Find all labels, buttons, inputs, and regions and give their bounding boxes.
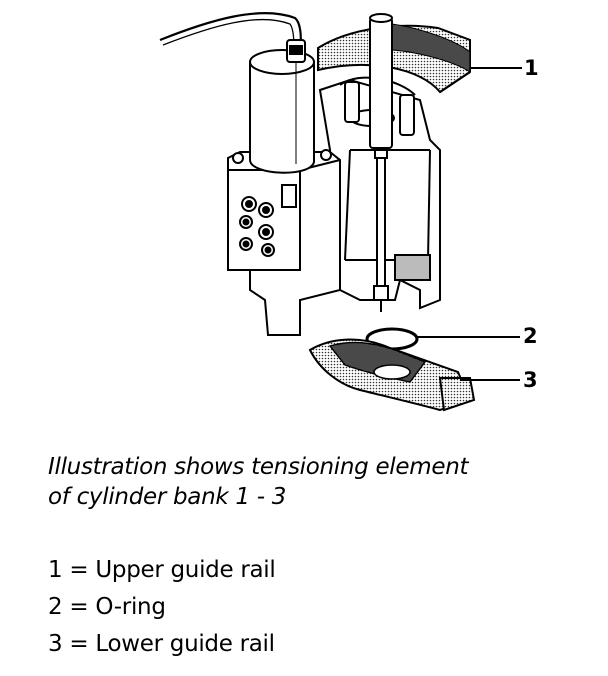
solenoid-cylinder xyxy=(249,39,315,174)
legend-label: Lower guide rail xyxy=(95,631,275,657)
legend-item: 3 = Lower guide rail xyxy=(48,626,275,663)
tensioner-illustration: 1 2 3 xyxy=(159,12,539,412)
callout-1: 1 xyxy=(524,56,539,80)
tensioner-drawing xyxy=(159,12,522,412)
legend-label: O-ring xyxy=(95,594,166,620)
caption-line-1: Illustration shows tensioning element xyxy=(48,454,469,480)
legend-item: 2 = O-ring xyxy=(48,589,275,626)
figure-caption: Illustration shows tensioning element of… xyxy=(48,452,468,512)
caption-line-2: of cylinder bank 1 - 3 xyxy=(48,484,287,510)
legend-equals: = xyxy=(69,631,89,657)
legend-number: 1 xyxy=(48,557,63,583)
callout-2: 2 xyxy=(523,324,538,348)
legend-label: Upper guide rail xyxy=(95,557,276,583)
legend-equals: = xyxy=(69,594,89,620)
tensioner-rod xyxy=(369,13,393,312)
legend-number: 3 xyxy=(48,631,63,657)
lower-guide-rail xyxy=(308,338,476,412)
callout-3: 3 xyxy=(523,368,538,392)
legend-equals: = xyxy=(69,557,89,583)
solenoid-block xyxy=(227,149,341,336)
legend-number: 2 xyxy=(48,594,63,620)
upper-guide-rail xyxy=(317,23,471,94)
cable xyxy=(159,12,302,49)
legend-item: 1 = Upper guide rail xyxy=(48,552,276,589)
legend: 1 = Upper guide rail 2 = O-ring 3 = Lowe… xyxy=(48,552,276,663)
